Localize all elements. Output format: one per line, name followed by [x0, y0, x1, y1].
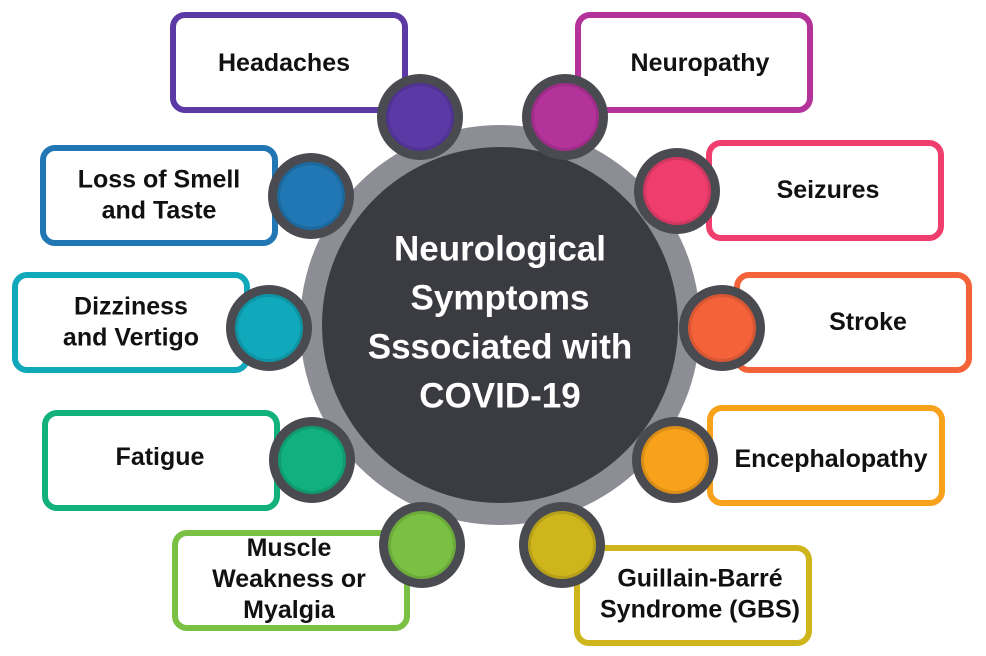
node-fill	[531, 514, 593, 576]
label-box-encephalopathy[interactable]: Encephalopathy	[707, 405, 945, 506]
label-box-outline	[170, 12, 408, 113]
node-circle-encephalopathy[interactable]	[632, 417, 718, 503]
label-text-line: Muscle	[247, 534, 332, 562]
label-text-fatigue: Fatigue	[116, 443, 205, 471]
label-text-line: Weakness or	[212, 565, 366, 593]
node-fill	[646, 160, 708, 222]
node-circle-headaches[interactable]	[377, 74, 463, 160]
label-box-stroke[interactable]: Stroke	[734, 272, 972, 373]
label-text-line: and Vertigo	[63, 323, 199, 351]
node-circle-loss-of-smell-and-taste[interactable]	[268, 153, 354, 239]
center-title-line: COVID-19	[419, 377, 580, 416]
label-text-dizziness-and-vertigo: Dizziness and Vertigo	[63, 292, 199, 351]
label-text-line: Encephalopathy	[734, 445, 927, 473]
node-circle-stroke[interactable]	[679, 285, 765, 371]
node-circle-dizziness-and-vertigo[interactable]	[226, 285, 312, 371]
node-circle-neuropathy[interactable]	[522, 74, 608, 160]
label-text-line: Stroke	[829, 308, 907, 336]
center-title-line: Sssociated with	[368, 328, 633, 367]
node-fill	[281, 429, 343, 491]
label-box-fatigue[interactable]: Fatigue	[42, 410, 280, 511]
label-box-headaches[interactable]: Headaches	[170, 12, 408, 113]
hub-core	[322, 147, 678, 503]
label-text-loss-of-smell-and-taste: Loss of Smell and Taste	[78, 165, 241, 224]
node-fill	[644, 429, 706, 491]
node-circle-seizures[interactable]	[634, 148, 720, 234]
label-box-loss-of-smell-and-taste[interactable]: Loss of Smell and Taste	[40, 145, 278, 246]
label-text-line: Headaches	[218, 49, 350, 77]
node-circle-guillain-barre-syndrome[interactable]	[519, 502, 605, 588]
label-text-line: Neuropathy	[631, 49, 770, 77]
label-text-stroke: Stroke	[829, 308, 907, 336]
label-box-outline	[574, 545, 812, 646]
label-box-outline	[575, 12, 813, 113]
center-title-line: Symptoms	[411, 279, 590, 318]
label-text-headaches: Headaches	[218, 49, 350, 77]
label-box-dizziness-and-vertigo[interactable]: Dizziness and Vertigo	[12, 272, 250, 373]
node-circle-group	[226, 74, 765, 588]
label-text-line: Seizures	[777, 176, 880, 204]
node-circle-muscle-weakness-or-myalgia[interactable]	[379, 502, 465, 588]
label-text-line: Dizziness	[74, 292, 188, 320]
node-fill	[238, 297, 300, 359]
label-text-line: and Taste	[102, 196, 217, 224]
node-fill	[280, 165, 342, 227]
label-text-encephalopathy: Encephalopathy	[734, 445, 927, 473]
label-text-line: Guillain-Barré	[617, 564, 782, 592]
label-text-line: Myalgia	[243, 596, 336, 624]
node-fill	[389, 86, 451, 148]
node-circle-fatigue[interactable]	[269, 417, 355, 503]
label-text-neuropathy: Neuropathy	[631, 49, 770, 77]
label-text-seizures: Seizures	[777, 176, 880, 204]
node-fill	[534, 86, 596, 148]
node-fill	[691, 297, 753, 359]
label-text-line: Loss of Smell	[78, 165, 241, 193]
label-box-neuropathy[interactable]: Neuropathy	[575, 12, 813, 113]
node-fill	[391, 514, 453, 576]
label-text-line: Syndrome (GBS)	[600, 595, 800, 623]
label-box-seizures[interactable]: Seizures	[706, 140, 944, 241]
center-title-line: Neurological	[394, 230, 606, 269]
label-text-line: Fatigue	[116, 443, 205, 471]
